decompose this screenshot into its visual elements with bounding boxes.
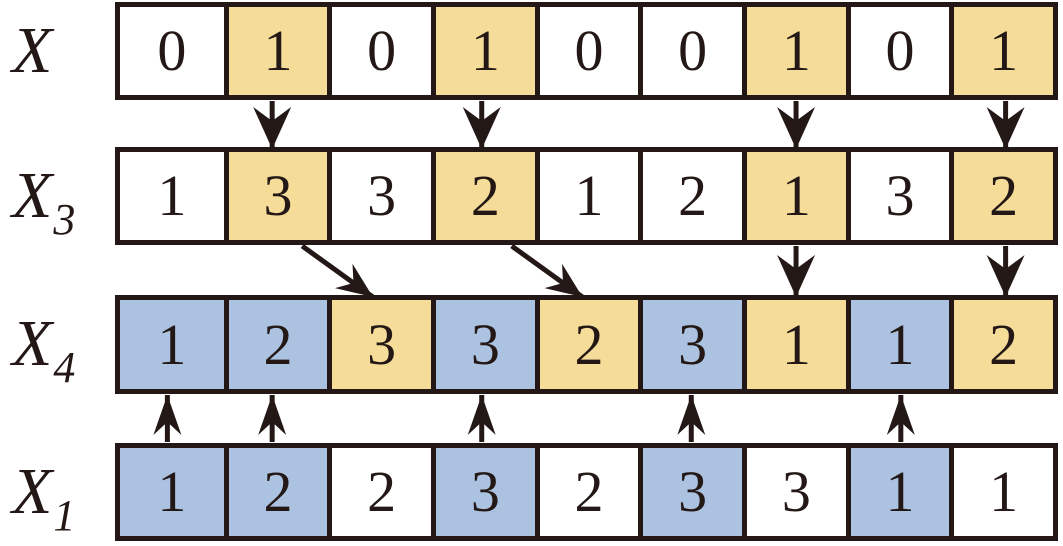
cell-X4-2: 3	[327, 300, 431, 389]
cell-X-3: 1	[430, 7, 535, 95]
cell-X-5: 0	[638, 7, 742, 95]
cell-X-2: 0	[327, 7, 431, 95]
row-label-X3-main: X	[12, 159, 53, 232]
row-label-X4-sub: 4	[53, 343, 76, 392]
cell-X-4: 0	[534, 7, 639, 95]
cell-X4-8: 2	[949, 300, 1053, 389]
cell-X1-2: 2	[327, 448, 431, 536]
cell-X1-1: 2	[223, 448, 328, 536]
arrow-X33-to-X44	[510, 243, 584, 300]
cell-X4-0: 1	[120, 300, 224, 389]
cell-X1-4: 2	[534, 448, 639, 536]
cell-X1-0: 1	[120, 448, 224, 536]
cell-X4-3: 3	[430, 300, 535, 389]
cell-X4-7: 1	[845, 300, 950, 389]
cell-X3-4: 1	[534, 152, 639, 240]
cell-X4-1: 2	[223, 300, 328, 389]
cell-X3-2: 3	[327, 152, 431, 240]
cell-X-7: 0	[845, 7, 950, 95]
row-label-X1-main: X	[12, 455, 53, 528]
cell-X3-5: 2	[638, 152, 742, 240]
cell-X3-3: 2	[430, 152, 535, 240]
cell-X3-0: 1	[120, 152, 224, 240]
cell-X-1: 1	[223, 7, 328, 95]
cell-X3-8: 2	[949, 152, 1053, 240]
cell-X-0: 0	[120, 7, 224, 95]
cell-X-8: 1	[949, 7, 1053, 95]
row-label-X: X	[6, 2, 112, 100]
cell-X1-5: 3	[638, 448, 742, 536]
row-label-X1-sub: 1	[53, 491, 76, 540]
cell-X3-1: 3	[223, 152, 328, 240]
cell-X1-3: 3	[430, 448, 535, 536]
cell-X4-6: 1	[741, 300, 846, 389]
cell-X1-6: 3	[741, 448, 846, 536]
row-label-X3-sub: 3	[53, 195, 76, 244]
row-label-X-main: X	[12, 14, 53, 87]
cell-X1-8: 1	[949, 448, 1053, 536]
cell-X3-7: 3	[845, 152, 950, 240]
cell-X-6: 1	[741, 7, 846, 95]
row-label-X4-main: X	[12, 307, 53, 380]
cell-X3-6: 1	[741, 152, 846, 240]
cell-X1-7: 1	[845, 448, 950, 536]
cell-X4-5: 3	[638, 300, 742, 389]
arrow-X31-to-X42	[300, 243, 375, 300]
cell-X4-4: 2	[534, 300, 639, 389]
